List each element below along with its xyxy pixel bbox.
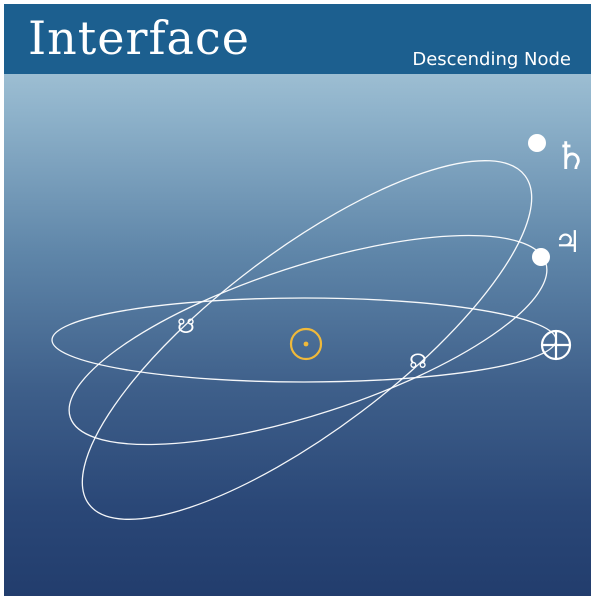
diagram-frame: Interface Descending Node ♄ ♃ ☋ ☊ xyxy=(4,4,591,596)
orbit-diagram: ♄ ♃ ☋ ☊ xyxy=(51,134,588,520)
page-title: Interface xyxy=(28,11,250,65)
saturn-symbol: ♄ xyxy=(554,134,588,178)
saturn-orbit xyxy=(81,160,533,520)
header-bar: Interface Descending Node xyxy=(4,4,591,74)
sun-icon xyxy=(289,327,323,361)
descending-node-symbol: ☋ xyxy=(177,314,195,338)
jupiter-orbit xyxy=(68,234,548,446)
jupiter-symbol: ♃ xyxy=(554,225,581,260)
node-label: Descending Node xyxy=(412,49,571,70)
saturn-planet xyxy=(528,134,546,152)
earth-icon xyxy=(540,329,572,361)
ascending-node-symbol: ☊ xyxy=(409,349,427,373)
earth-orbit xyxy=(51,297,557,383)
jupiter-planet xyxy=(532,248,550,266)
